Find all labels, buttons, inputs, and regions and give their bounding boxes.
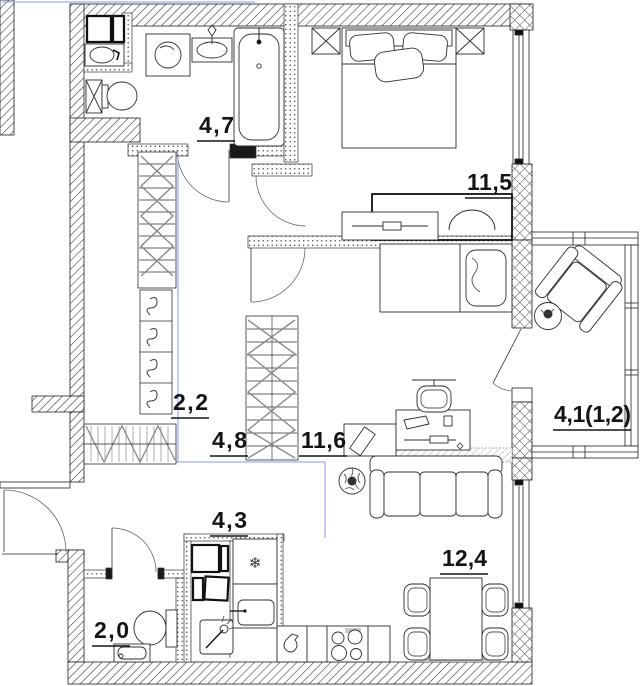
bedroom-window (512, 29, 530, 165)
shoe-cabinet (139, 289, 173, 415)
outer-walls (0, 0, 533, 685)
wall-bath-step (69, 117, 141, 143)
washer-unit-1 (190, 543, 230, 574)
nook-sink (84, 43, 125, 67)
wall-entry-top (0, 481, 71, 489)
label-utility: 4,3 (212, 507, 246, 533)
wc-fixtures (113, 609, 178, 663)
wall-left-step (31, 395, 85, 413)
post-balcony-door (511, 387, 533, 403)
desk-chair (412, 379, 456, 413)
wc-door (111, 527, 157, 573)
stove (331, 628, 363, 661)
double-bed (341, 27, 457, 149)
chair (403, 583, 431, 617)
post-wc-door-e (157, 567, 165, 580)
toilet-bathroom (85, 79, 138, 114)
pier-top-right (509, 3, 534, 31)
fridge: ❄ (232, 538, 278, 585)
desk (395, 409, 471, 451)
pier-kitchen-north (511, 457, 533, 481)
wall-left-lower (67, 549, 85, 663)
dining-set (403, 577, 509, 662)
tv-cabinet (343, 423, 397, 457)
armchair (535, 245, 623, 333)
wall-bottom (67, 661, 533, 685)
snowflake-icon: ❄ (249, 555, 262, 572)
interior-partitions (83, 3, 513, 663)
entry-door (3, 489, 67, 553)
bedroom-door (255, 175, 307, 227)
partition-bedroom-stub (251, 163, 313, 177)
pier-bedroom-south (511, 163, 533, 241)
label-wc: 2,0 (94, 617, 128, 643)
washer-dryer-stack (85, 14, 126, 44)
washbasin (191, 24, 233, 63)
pier-kitchen-south (511, 607, 533, 663)
label-balcony: 4,1(1,2) (554, 401, 630, 427)
single-bed (379, 243, 513, 313)
balcony-furniture (534, 245, 623, 333)
closet-units (83, 151, 299, 465)
label-kitchen: 12,4 (442, 545, 487, 571)
wardrobe-hanging-left (137, 151, 177, 289)
living-room-door (250, 247, 306, 303)
zone-boundary-lines (2, 1, 326, 538)
partition-utility-left (183, 533, 192, 663)
entry-wardrobe (83, 423, 177, 465)
pier-living-south (511, 401, 533, 459)
nightstand-right (455, 27, 485, 55)
dresser-tv-unit (341, 193, 513, 241)
kitchen-window (512, 479, 530, 609)
kitchen-sink-unit (230, 583, 278, 629)
side-table (534, 302, 562, 330)
hall-wardrobe (245, 315, 299, 461)
kitchen-counter (276, 625, 391, 663)
balcony-door-open-leaf (492, 328, 522, 392)
chair (481, 627, 509, 661)
wall-left-mid (69, 411, 85, 483)
washing-machine (145, 33, 191, 77)
post-wc-door-w (105, 567, 113, 580)
partition-bath-east (283, 3, 299, 163)
chair (403, 627, 431, 661)
washer-unit-2 (191, 575, 230, 602)
area-labels: 4,7 11,5 2,2 4,8 11,6 4,1(1,2) 4,3 12,4 … (92, 112, 631, 647)
wall-neighbor-stub (0, 0, 15, 136)
dining-table (429, 577, 483, 661)
label-hallway: 4,8 (212, 427, 247, 453)
stool (448, 209, 496, 231)
balcony-glazing (531, 231, 639, 459)
wall-top (69, 3, 533, 27)
bathroom-fixtures (84, 14, 285, 147)
jug (283, 633, 299, 653)
label-bedroom: 11,5 (467, 169, 512, 195)
water-heater (199, 615, 236, 655)
label-closet: 2,2 (173, 389, 207, 415)
plant (338, 467, 366, 495)
bathroom-door (176, 149, 230, 203)
nightstand-left (311, 27, 341, 55)
living-room-furniture (338, 243, 513, 519)
bedroom-furniture (311, 27, 513, 241)
pier-living-north (511, 239, 533, 329)
wc-sink (113, 643, 151, 663)
label-living-room: 11,6 (301, 427, 345, 453)
chair (481, 583, 509, 617)
windows (512, 29, 639, 609)
wall-left-upper (69, 3, 85, 413)
toilet-wc (133, 609, 178, 648)
bathtub (233, 27, 285, 147)
sofa (369, 455, 503, 519)
utility-appliances: ❄ (190, 538, 391, 663)
label-bathroom: 4,7 (199, 112, 233, 138)
